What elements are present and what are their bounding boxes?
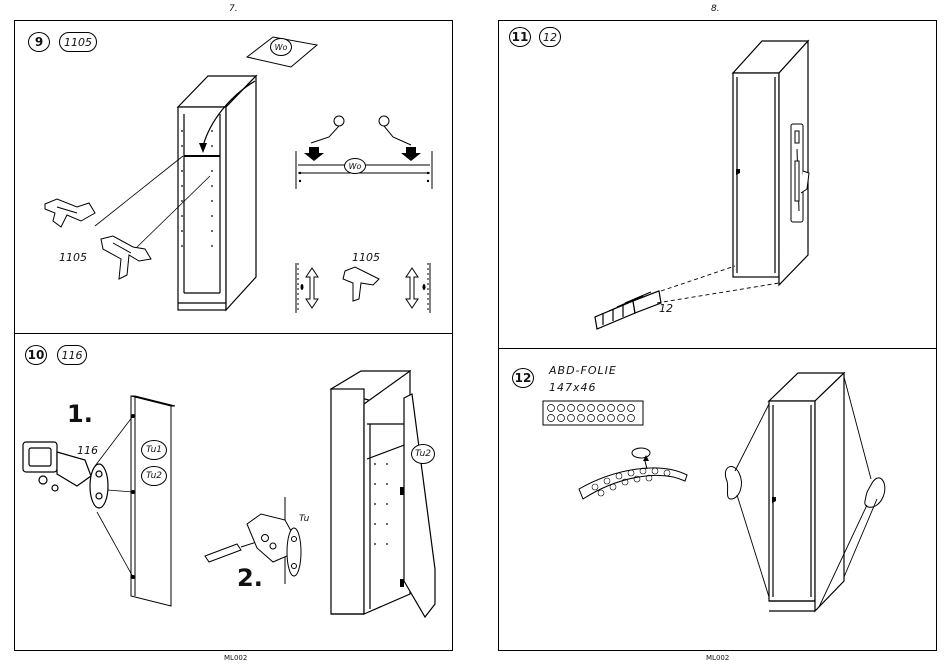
shelf-label: Wo <box>344 158 366 174</box>
step-9-panel: 9 1105 <box>14 20 453 334</box>
step-one-label: 1. <box>67 400 93 428</box>
hinge-assembly-drawing <box>15 334 454 652</box>
step-two-label: 2. <box>237 564 263 592</box>
caps-label: 12 <box>659 302 673 315</box>
cover-caps-drawing <box>499 21 938 350</box>
door-position-mark: Tu2 <box>411 444 435 464</box>
cabinet-assembly-drawing <box>15 21 454 335</box>
page-number-left: 7. <box>229 4 238 14</box>
page-footer-left: ML002 <box>224 654 247 662</box>
bumper-foil-drawing <box>499 349 938 652</box>
door-side-label: Tu <box>299 514 309 524</box>
page-number-right: 8. <box>711 4 720 14</box>
clip-label-detail: 1105 <box>352 251 380 264</box>
step-12-panel: 12 ABD-FOLIE 147x46 <box>498 348 937 651</box>
hinge-label: 116 <box>77 444 98 457</box>
panel-label: Wo <box>270 38 292 56</box>
position-mark-tu2: Tu2 <box>141 466 167 486</box>
step-11-panel: 11 12 <box>498 20 937 349</box>
position-mark-tu1: Tu1 <box>141 440 167 460</box>
step-10-panel: 10 116 <box>14 333 453 651</box>
page-footer-right: ML002 <box>706 654 729 662</box>
clip-label: 1105 <box>59 251 87 264</box>
